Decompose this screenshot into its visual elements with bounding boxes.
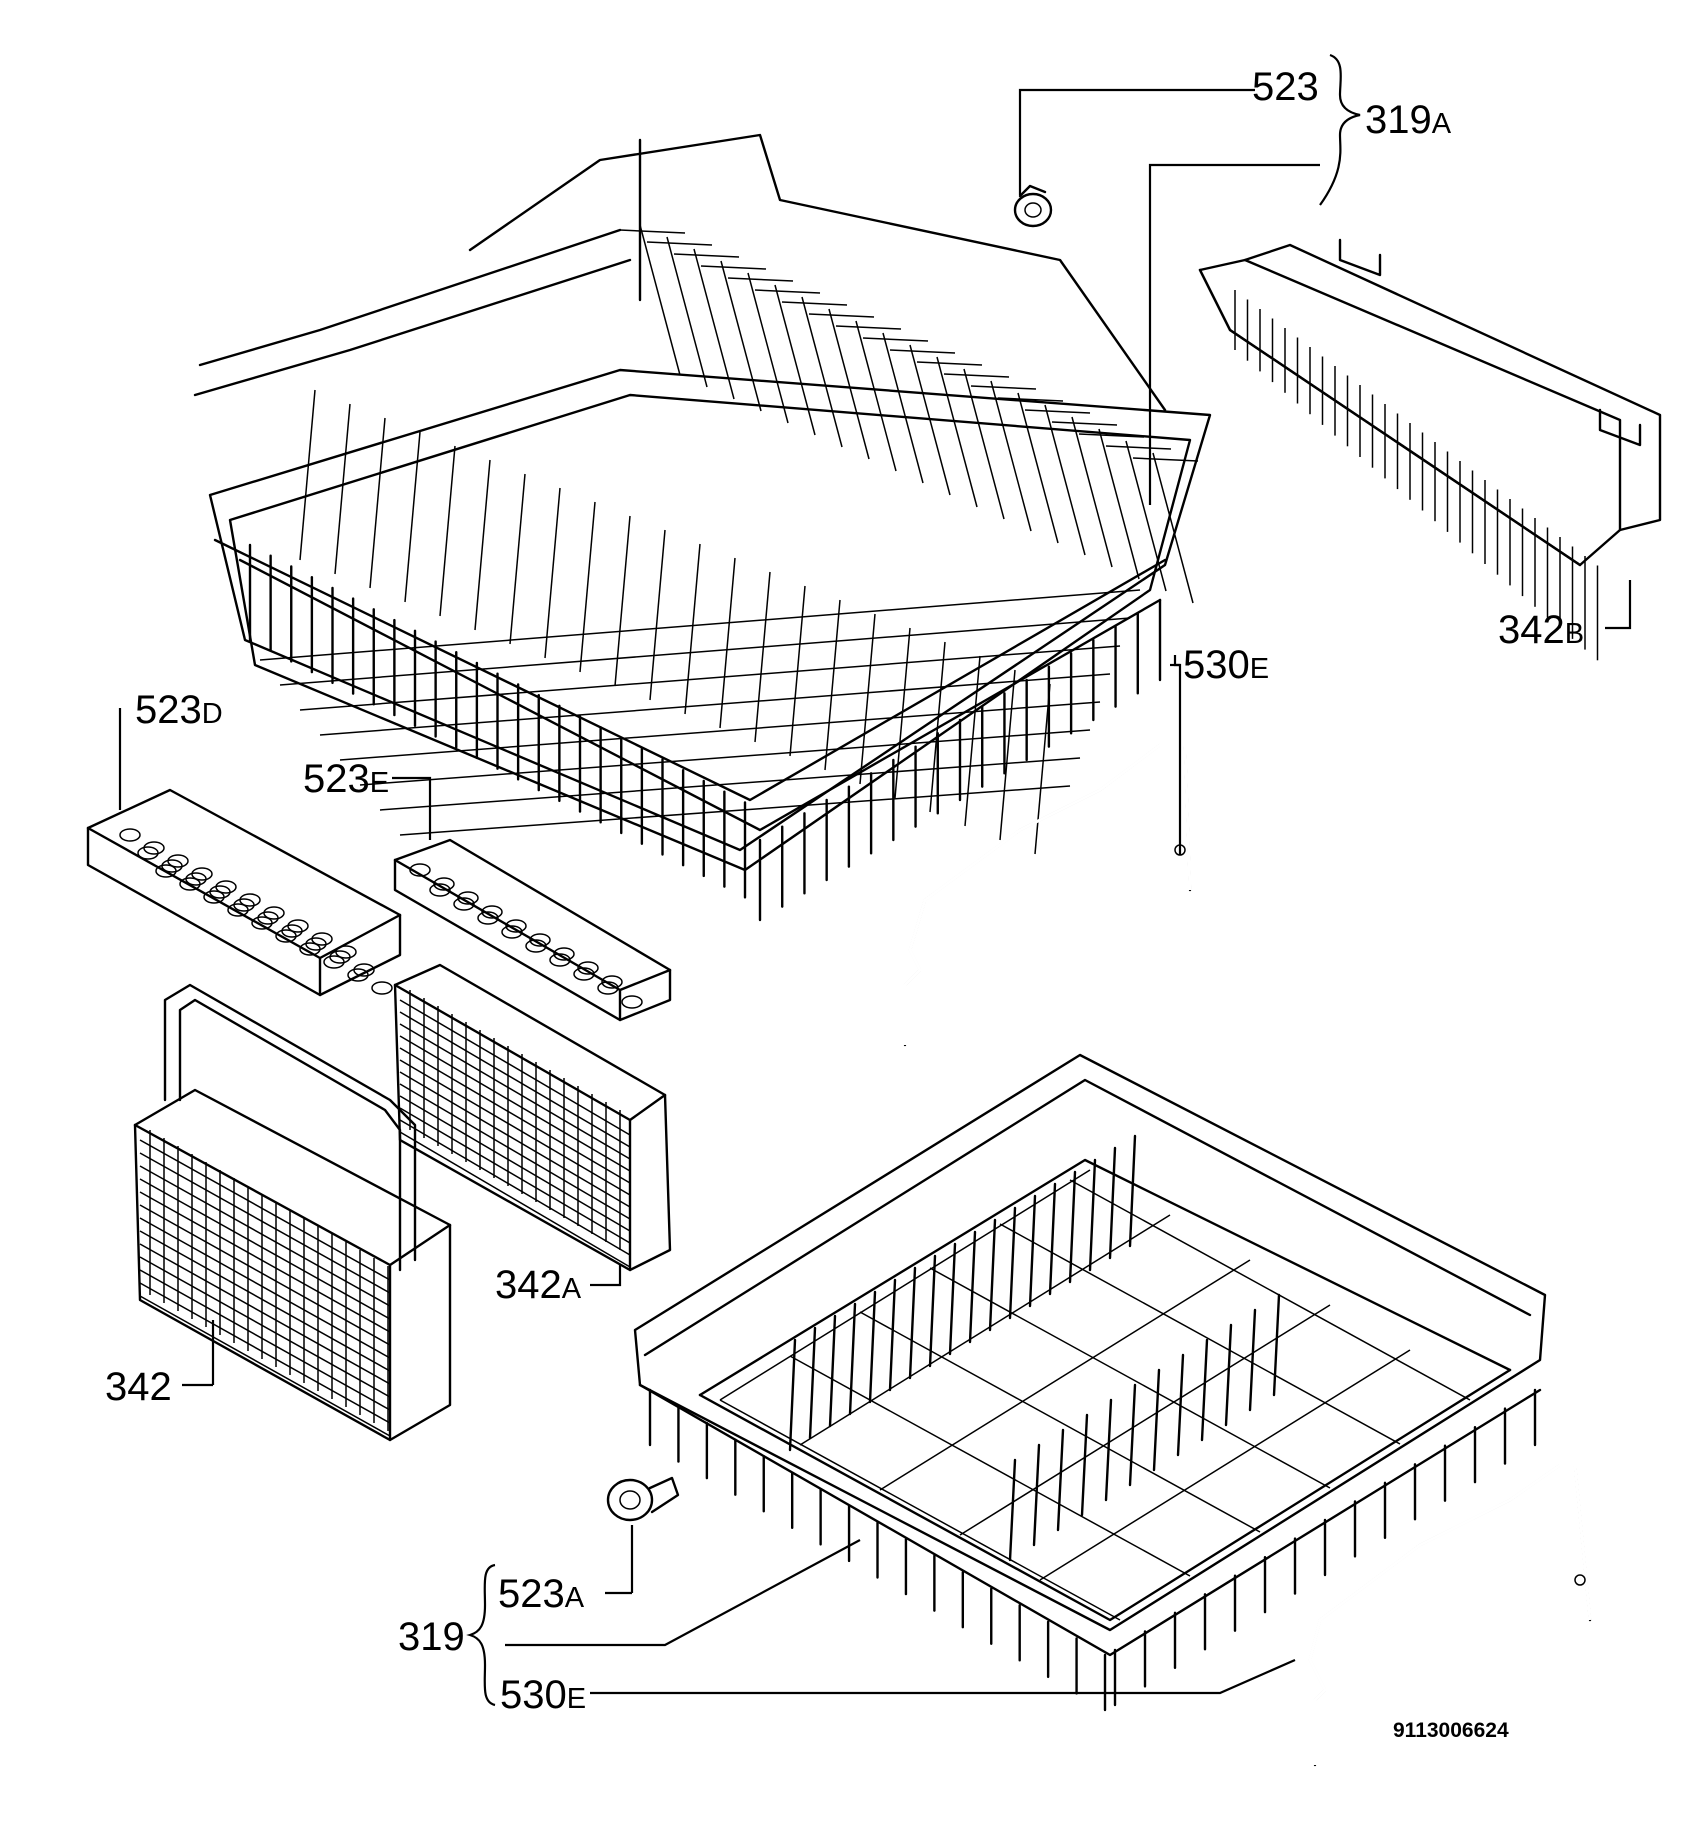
upper-basket xyxy=(193,133,1212,922)
label-523a: 523A xyxy=(498,1572,585,1616)
cutlery-tray-523d xyxy=(86,788,402,997)
lower-basket xyxy=(633,1053,1547,1712)
part-labels: 523 319A 342B 530E 523D 523E 342A 342 52… xyxy=(105,65,1584,1742)
basket-handle-530e-bottom xyxy=(1308,1463,1592,1767)
label-342: 342 xyxy=(105,1365,172,1409)
wheel-part-523a xyxy=(606,1476,680,1522)
drawing-code: 9113006624 xyxy=(1393,1719,1509,1742)
label-523d: 523D xyxy=(135,688,223,732)
cutlery-rack-342b xyxy=(1198,238,1662,661)
label-342a: 342A xyxy=(495,1263,582,1307)
cutlery-basket-342a xyxy=(393,963,672,1272)
cutlery-tray-523e xyxy=(393,838,672,1022)
cutlery-basket-342 xyxy=(133,983,452,1442)
label-530e-bottom: 530E xyxy=(500,1673,586,1717)
label-530e-top: 530E xyxy=(1183,643,1269,687)
label-523: 523 xyxy=(1252,65,1319,109)
label-319a: 319A xyxy=(1365,98,1452,142)
basket-handle-530e-top xyxy=(903,743,1192,1047)
wheel-part-523 xyxy=(1013,184,1053,228)
label-342b: 342B xyxy=(1498,608,1584,652)
label-319: 319 xyxy=(398,1615,465,1659)
label-523e: 523E xyxy=(303,757,389,801)
leader-lines xyxy=(118,53,1632,1707)
